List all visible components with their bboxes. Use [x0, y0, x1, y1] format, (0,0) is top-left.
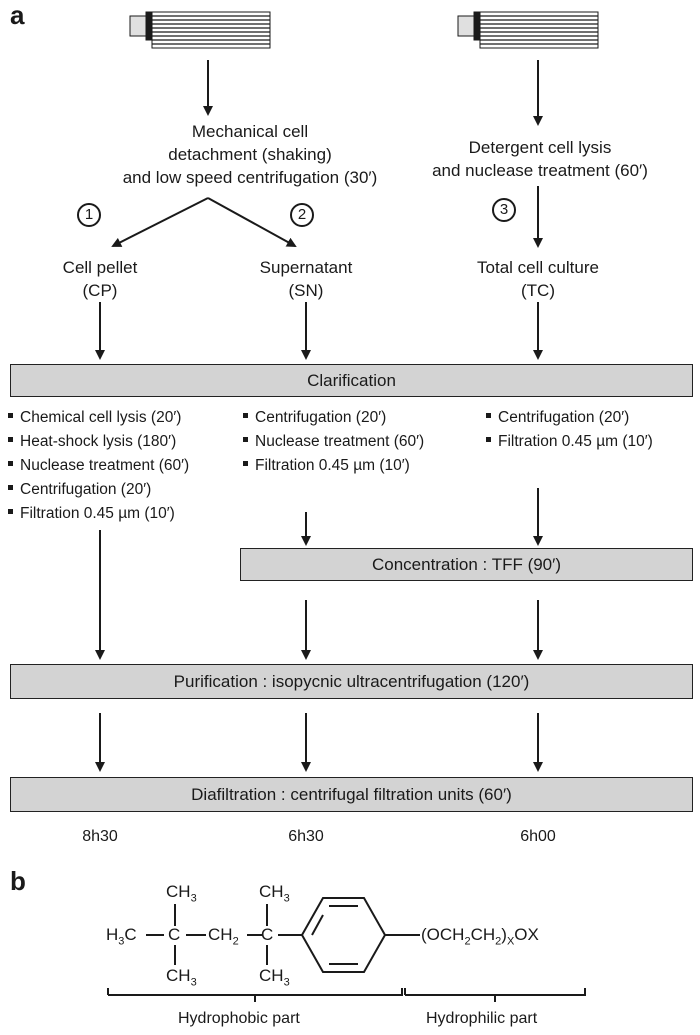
concentration-bar: Concentration : TFF (90′)	[240, 548, 693, 581]
clarification-bar: Clarification	[10, 364, 693, 397]
time-tc: 6h00	[520, 828, 556, 845]
step-text: and nuclease treatment (60′)	[432, 161, 648, 180]
hydrophobic-label: Hydrophobic part	[178, 1010, 300, 1027]
list-item: Centrifugation (20′)	[243, 406, 424, 430]
chem-atom: C	[261, 925, 274, 944]
route-3-badge: 3	[492, 198, 516, 222]
list-item: Chemical cell lysis (20′)	[8, 406, 189, 430]
sn-steps-list: Centrifugation (20′) Nuclease treatment …	[243, 406, 424, 478]
chem-atom: CH3	[166, 966, 197, 989]
chem-atom: (OCH2CH2)XOX	[421, 925, 539, 948]
chem-atom: C	[168, 925, 181, 944]
fraction-name: Cell pellet	[62, 258, 138, 277]
list-item: Centrifugation (20′)	[486, 406, 653, 430]
fraction-abbr: (CP)	[82, 281, 118, 300]
route-2-badge: 2	[290, 203, 314, 227]
list-item: Nuclease treatment (60′)	[243, 430, 424, 454]
culture-flask-icon	[457, 11, 599, 49]
chem-atom: H3C	[106, 925, 137, 948]
list-item: Filtration 0.45 µm (10′)	[243, 454, 424, 478]
time-cp: 8h30	[82, 828, 118, 845]
list-item: Filtration 0.45 µm (10′)	[8, 502, 189, 526]
step-text: Mechanical cell	[191, 122, 309, 141]
detergent-lysis-text: Detergent cell lysis and nuclease treatm…	[410, 136, 670, 182]
chem-atom: CH3	[259, 966, 290, 989]
fraction-abbr: (SN)	[288, 281, 324, 300]
panel-b-label: b	[10, 866, 26, 896]
list-item: Filtration 0.45 µm (10′)	[486, 430, 653, 454]
hydrophilic-label: Hydrophilic part	[426, 1010, 538, 1027]
mechanical-detachment-text: Mechanical cell detachment (shaking) and…	[100, 120, 400, 189]
diafiltration-bar: Diafiltration : centrifugal filtration u…	[10, 777, 693, 812]
tc-steps-list: Centrifugation (20′) Filtration 0.45 µm …	[486, 406, 653, 454]
step-text: and low speed centrifugation (30′)	[122, 168, 378, 187]
time-sn: 6h30	[288, 828, 324, 845]
chem-atom: CH2	[208, 925, 239, 948]
chem-atom: CH3	[259, 882, 290, 905]
list-item: Heat-shock lysis (180′)	[8, 430, 189, 454]
list-item: Centrifugation (20′)	[8, 478, 189, 502]
purification-bar: Purification : isopycnic ultracentrifuga…	[10, 664, 693, 699]
chem-atom: CH3	[166, 882, 197, 905]
culture-flask-icon	[129, 11, 271, 49]
panel-a-label: a	[10, 0, 25, 30]
fraction-total-culture: Total cell culture (TC)	[448, 256, 628, 302]
list-item: Nuclease treatment (60′)	[8, 454, 189, 478]
fraction-abbr: (TC)	[521, 281, 555, 300]
route-1-badge: 1	[77, 203, 101, 227]
fraction-name: Total cell culture	[477, 258, 599, 277]
fraction-name: Supernatant	[259, 258, 353, 277]
step-text: Detergent cell lysis	[468, 138, 612, 157]
fraction-cell-pellet: Cell pellet (CP)	[30, 256, 170, 302]
cp-steps-list: Chemical cell lysis (20′) Heat-shock lys…	[8, 406, 189, 526]
fraction-supernatant: Supernatant (SN)	[226, 256, 386, 302]
triton-structure	[107, 897, 586, 1002]
step-text: detachment (shaking)	[168, 145, 332, 164]
